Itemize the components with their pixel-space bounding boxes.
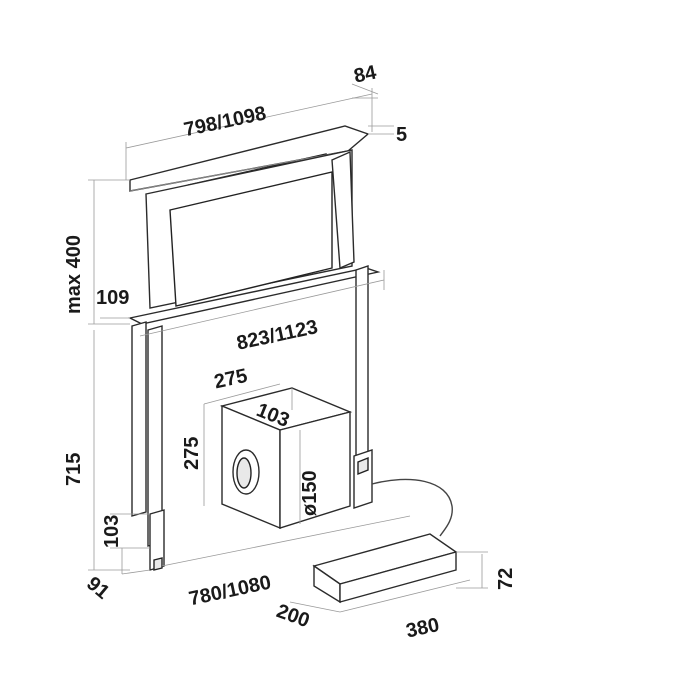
frame-width-label: 780/1080 — [187, 572, 273, 611]
motor-outlet-label: ø150 — [299, 470, 321, 516]
foot-height-label: 103 — [101, 515, 123, 548]
motor-unit — [219, 387, 353, 530]
left-upright-rail — [131, 321, 163, 547]
control-height-label: 72 — [495, 568, 517, 590]
control-width-label: 380 — [404, 614, 441, 642]
right-upright-rail — [355, 265, 369, 465]
base-width-label: 823/1123 — [235, 316, 320, 355]
top-depth-label: 84 — [352, 61, 379, 87]
lower-height-label: 715 — [63, 453, 85, 486]
base-offset-label: 109 — [96, 287, 129, 309]
left-foot — [149, 509, 165, 571]
hood-glass-panel — [145, 149, 355, 309]
top-width-label: 798/1098 — [182, 102, 268, 141]
dimension-lines — [88, 83, 488, 613]
foot-depth-label: 91 — [82, 573, 113, 604]
motor-width-label: 275 — [212, 365, 249, 393]
max-height-label: max 400 — [63, 235, 85, 314]
right-foot — [353, 449, 373, 509]
motor-height-label: 275 — [181, 437, 203, 470]
top-thickness-label: 5 — [396, 124, 407, 146]
